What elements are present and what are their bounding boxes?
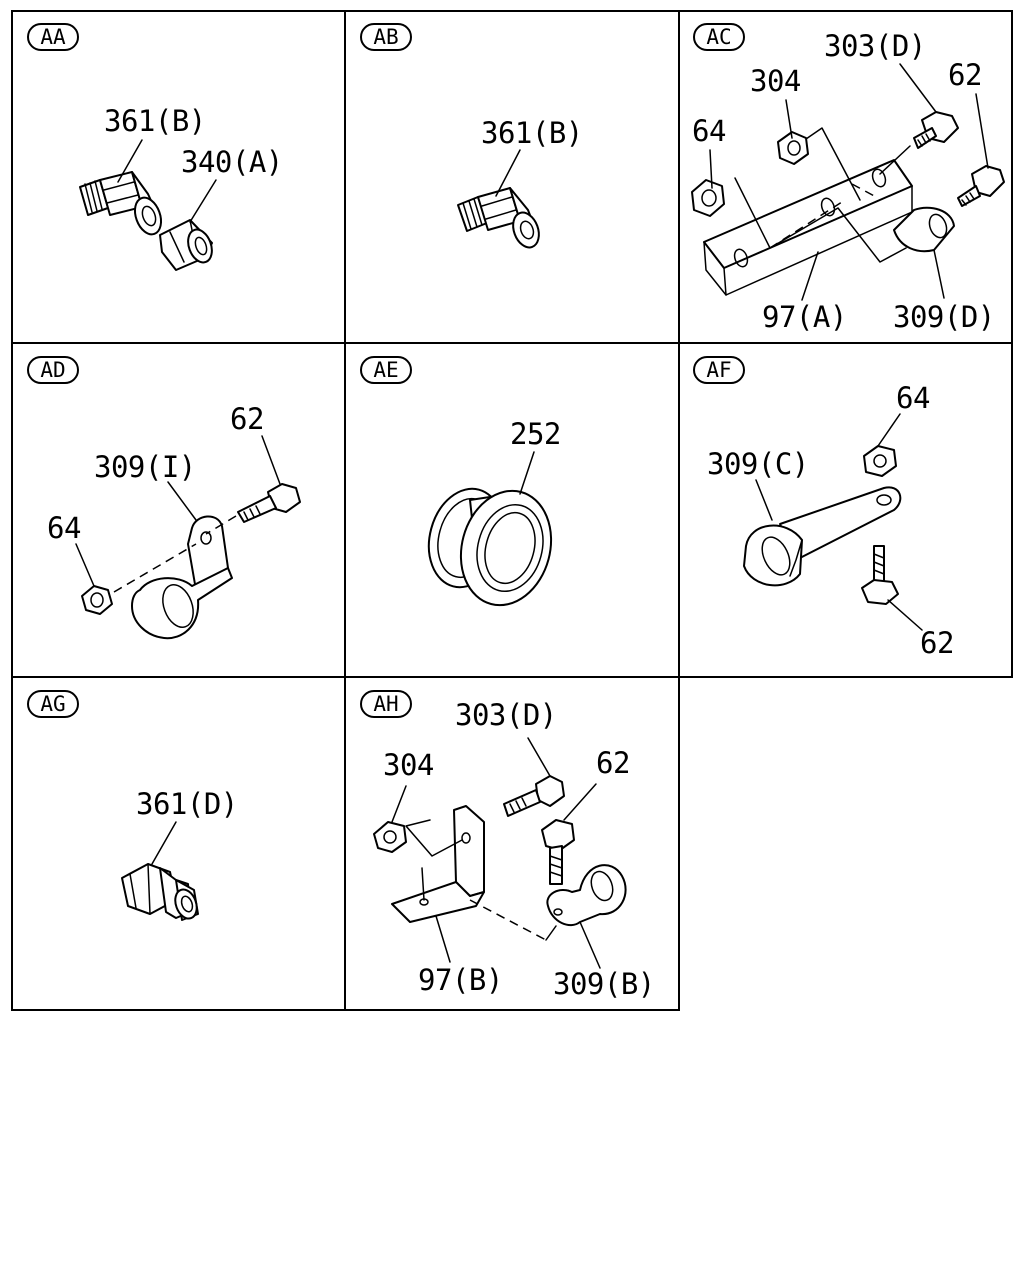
fitting-361d-drawing [121,863,199,921]
fitting-361b-drawing [457,187,540,249]
bracket-97b-drawing [391,805,485,923]
panel-code-ae: AE [373,358,398,382]
label-62: 62 [948,58,982,92]
nut-304-drawing [373,821,407,853]
label-309c: 309(C) [707,447,809,481]
leader-361b [117,139,143,183]
nut-340a-drawing [159,219,213,271]
leader-309d [933,249,945,299]
panel-ae: AE 252 [360,356,561,607]
label-62: 62 [230,402,264,436]
panel-af: AF 64 309(C) 62 [693,356,954,660]
panel-code-af: AF [706,358,731,382]
bolt-62-drawing [861,545,899,605]
leader-309b [579,921,601,969]
leader-304 [391,785,407,823]
panel-code-ad: AD [40,358,65,382]
leader-97a [801,251,819,301]
label-309d: 309(D) [893,300,995,334]
label-303d: 303(D) [824,29,926,63]
bolt-62-drawing [541,819,575,885]
bolt-303d-drawing [503,775,565,817]
panel-ad: AD 62 309(I) 64 [27,356,301,640]
panel-code-ab: AB [373,25,398,49]
panel-code-ag: AG [40,692,65,716]
clip-309c-drawing [743,486,902,587]
label-64: 64 [47,511,81,545]
leader-62 [975,93,989,169]
leader-303d [527,737,551,777]
nut-64-drawing [81,543,197,615]
leader-252 [519,451,535,495]
label-303d: 303(D) [455,698,557,732]
panel-code-aa: AA [40,25,66,49]
leader-340a [189,179,217,223]
leader-303d [899,63,937,113]
label-64: 64 [896,381,930,415]
leader-62 [563,783,597,821]
label-62: 62 [920,626,954,660]
label-64: 64 [692,114,726,148]
leader-304 [785,99,793,139]
panel-ac: AC [691,23,1005,334]
label-361b: 361(B) [481,116,583,150]
label-304: 304 [750,64,801,98]
clip-309i-drawing [131,515,233,640]
nut-64-drawing [863,445,897,477]
panel-code-ah: AH [373,692,398,716]
label-340a: 340(A) [181,145,283,179]
nut-304-drawing [777,131,809,165]
panel-ag: AG 361(D) [27,690,238,921]
leader-64 [877,413,901,447]
leader-64 [709,149,713,189]
fitting-361b-drawing [79,171,163,236]
leader-62 [261,435,281,485]
bolt-62-drawing [205,483,301,535]
label-62: 62 [596,746,630,780]
label-361d: 361(D) [136,787,238,821]
leader-361d [151,821,177,865]
leader-64 [75,543,95,587]
panel-ah: AH [360,690,655,1001]
nut-64-drawing [691,179,725,217]
label-252: 252 [510,417,561,451]
bolt-62-drawing [957,165,1005,207]
leader-62 [887,599,923,631]
panel-ab: AB 361(B) [360,23,583,249]
leader-309c [755,479,773,521]
clip-309d-drawing [893,206,955,253]
panel-grid [11,10,1013,1011]
label-361b: 361(B) [104,104,206,138]
plate-97a-drawing [703,127,913,296]
panel-code-ac: AC [706,25,731,49]
clip-309b-drawing [469,864,627,941]
leader-97b [435,915,451,963]
panel-aa: AA 361(B) 340(A) [27,23,283,271]
label-309i: 309(I) [94,450,196,484]
grommet-252-drawing [427,487,553,607]
leader-361b [495,149,521,197]
label-309b: 309(B) [553,967,655,1001]
leader-309i [167,481,197,521]
label-97a: 97(A) [762,300,847,334]
label-97b: 97(B) [418,963,503,997]
label-304: 304 [383,748,434,782]
